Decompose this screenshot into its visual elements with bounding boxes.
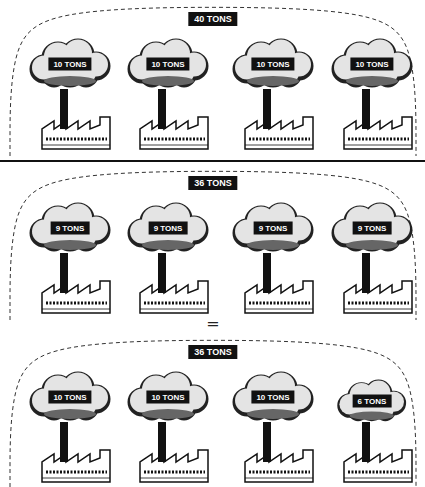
total-tons: 40 TONS: [188, 12, 237, 26]
region-dome: 40 TONS 10 TONS 10 TONS 10 TONS 10 TONS: [8, 4, 418, 156]
smoke-cloud: 10 TONS: [126, 372, 210, 422]
factory-row: [42, 89, 412, 149]
smoke-cloud: 9 TONS: [330, 203, 414, 253]
region-dome: 36 TONS 9 TONS 9 TONS 9 TONS 9 TONS: [8, 168, 418, 320]
smoke-cloud: 10 TONS: [330, 39, 414, 89]
emission-tons: 10 TONS: [251, 391, 294, 404]
factory-row: [42, 422, 412, 482]
smoke-cloud: 9 TONS: [28, 203, 112, 253]
smoke-cloud: 6 TONS: [336, 380, 407, 423]
emission-tons: 10 TONS: [48, 391, 91, 404]
emission-tons: 10 TONS: [350, 58, 393, 71]
emission-tons: 10 TONS: [146, 58, 189, 71]
emission-tons: 6 TONS: [353, 394, 392, 407]
emission-tons: 9 TONS: [51, 222, 90, 235]
smoke-cloud: 10 TONS: [28, 39, 112, 89]
dome-line: [10, 171, 416, 320]
region-dome: 36 TONS 10 TONS 10 TONS 10 TONS 6 TONS: [8, 337, 418, 487]
total-tons: 36 TONS: [188, 345, 237, 359]
smoke-cloud: 10 TONS: [231, 372, 315, 422]
emission-tons: 10 TONS: [48, 58, 91, 71]
emission-tons: 9 TONS: [149, 222, 188, 235]
dome-line: [10, 340, 416, 487]
smoke-cloud: 9 TONS: [231, 203, 315, 253]
smoke-cloud: 10 TONS: [126, 39, 210, 89]
smoke-cloud: 10 TONS: [231, 39, 315, 89]
equals-sign: =: [206, 314, 219, 333]
emission-tons: 10 TONS: [251, 58, 294, 71]
emission-tons: 9 TONS: [254, 222, 293, 235]
total-tons: 36 TONS: [188, 176, 237, 190]
factory-row: [42, 253, 412, 313]
smoke-cloud: 10 TONS: [28, 372, 112, 422]
dome-line: [10, 7, 416, 156]
emission-tons: 9 TONS: [353, 222, 392, 235]
smoke-cloud: 9 TONS: [126, 203, 210, 253]
divider-line: [0, 160, 425, 162]
emission-tons: 10 TONS: [146, 391, 189, 404]
